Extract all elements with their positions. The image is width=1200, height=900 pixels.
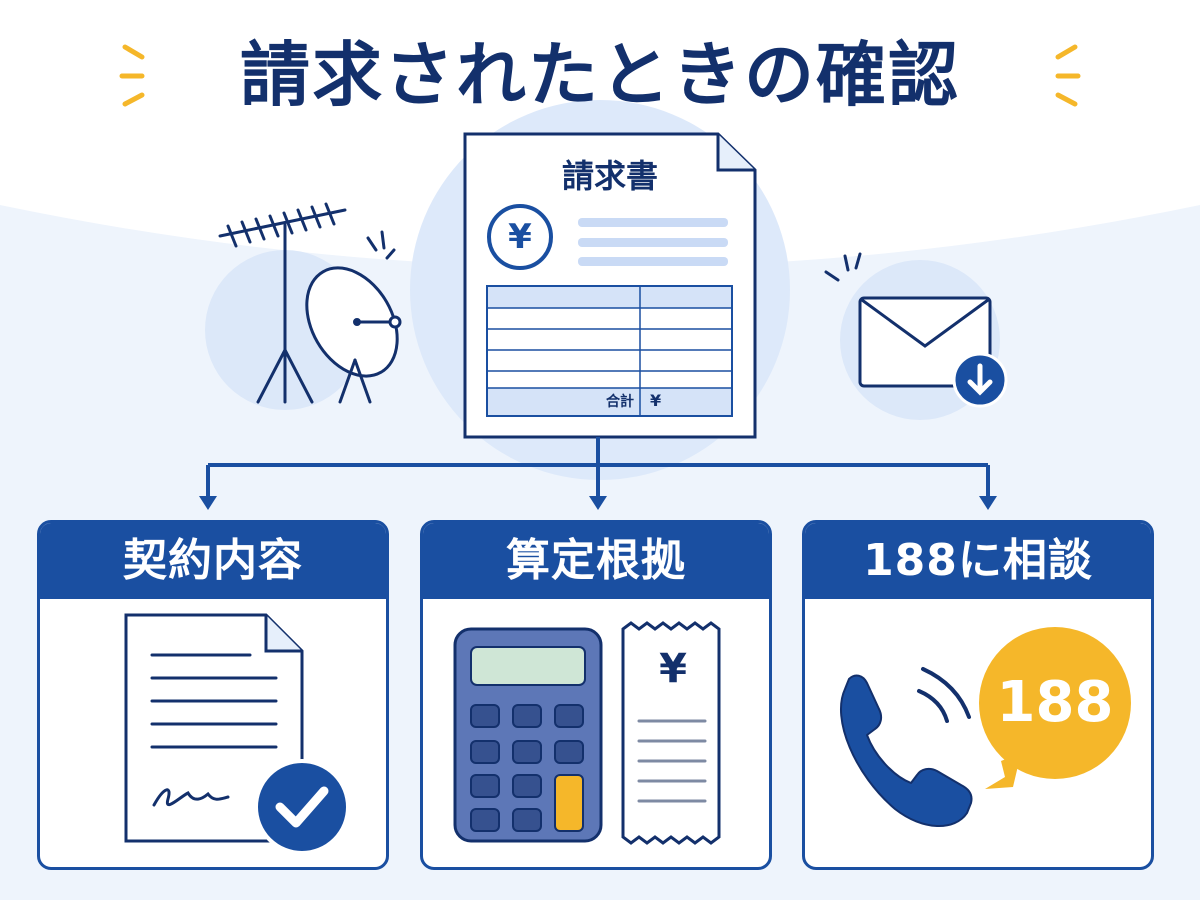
- card-contract: 契約内容: [37, 520, 389, 870]
- card-calculation: 算定根拠: [420, 520, 772, 870]
- card-calculation-body: ¥: [423, 599, 769, 867]
- calculator-receipt-icon: [453, 621, 721, 845]
- receipt-yen-symbol: ¥: [659, 646, 687, 692]
- sparkle-right-icon: [1055, 44, 1081, 107]
- card-consultation-header: 188に相談: [805, 523, 1151, 599]
- antenna-dish-icon: [218, 202, 402, 404]
- card-consultation: 188に相談 188: [802, 520, 1154, 870]
- sparkle-left-icon: [119, 44, 145, 107]
- phone-consultation-icon: [840, 627, 1131, 827]
- consultation-badge: 188: [996, 670, 1114, 735]
- page-title: 請求されたときの確認: [240, 34, 960, 116]
- invoice-total-label: 合計: [606, 394, 634, 410]
- card-calculation-header: 算定根拠: [423, 523, 769, 599]
- invoice-yen-symbol: ¥: [508, 217, 532, 257]
- arrow-down-center-icon: [589, 496, 607, 510]
- envelope-download-icon: [824, 252, 1008, 408]
- arrow-down-right-icon: [979, 496, 997, 510]
- invoice-yen-circle: [487, 204, 553, 270]
- card-contract-header: 契約内容: [40, 523, 386, 599]
- arrow-down-left-icon: [199, 496, 217, 510]
- invoice-total-value: ¥: [650, 391, 662, 410]
- connector-arrows: [206, 437, 990, 498]
- card-contract-body: [40, 599, 386, 867]
- invoice-document: [463, 132, 757, 439]
- invoice-heading: 請求書: [561, 157, 658, 195]
- contract-check-icon: [124, 613, 350, 855]
- card-consultation-body: 188: [805, 599, 1151, 867]
